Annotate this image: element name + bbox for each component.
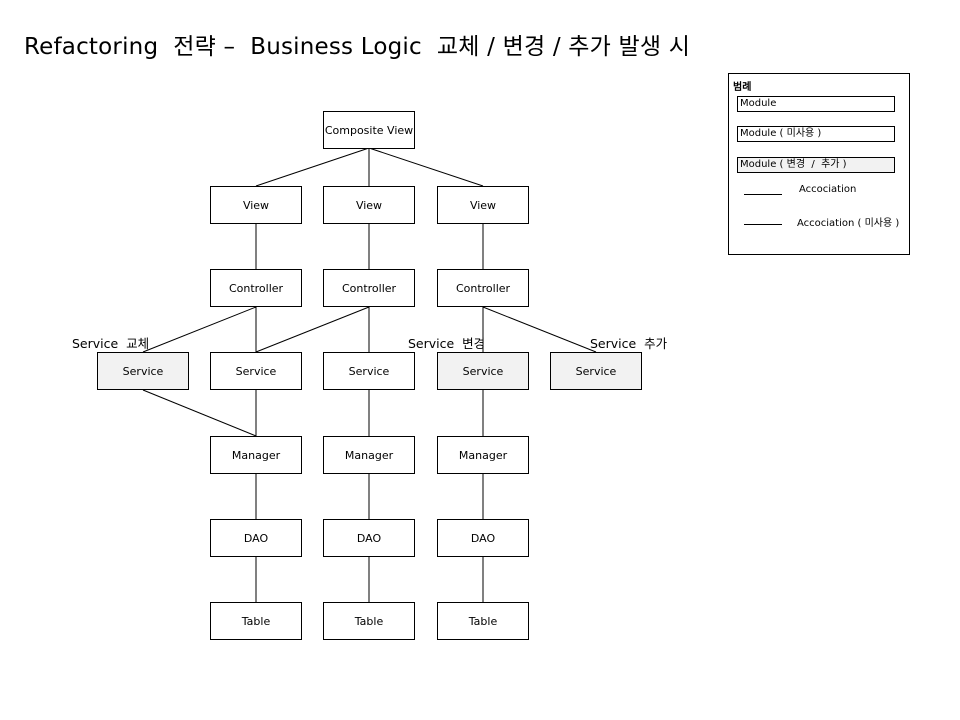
assoc-controller1-service-replaced [142,306,257,353]
node-table-2: Table [323,602,415,640]
assoc-composite-view-1 [255,147,370,187]
node-view-1: View [210,186,302,224]
node-manager-1: Manager [210,436,302,474]
node-dao-1: DAO [210,519,302,557]
assoc-composite-view-3 [368,147,484,187]
node-service-2: Service [323,352,415,390]
node-composite-view: Composite View [323,111,415,149]
annotation-service-change: Service 변경 [408,336,486,351]
node-controller-3: Controller [437,269,529,307]
node-service-added: Service [550,352,642,390]
node-service-1: Service [210,352,302,390]
node-table-1: Table [210,602,302,640]
assoc-controller3-service-added [482,306,597,353]
node-manager-3: Manager [437,436,529,474]
node-view-2: View [323,186,415,224]
legend-module: Module [737,96,895,112]
assoc-service-replaced-manager1 [142,389,257,437]
assoc-controller2-service1 [255,306,370,353]
node-manager-2: Manager [323,436,415,474]
legend-title: 범례 [733,82,752,93]
annotation-service-replace: Service 교체 [72,336,150,351]
annotation-service-add: Service 추가 [590,336,668,351]
legend-module-unused: Module ( 미사용 ) [737,126,895,142]
legend-association-line [744,194,782,195]
node-service-changed: Service [437,352,529,390]
node-view-3: View [437,186,529,224]
page-title: Refactoring 전략 – Business Logic 교체 / 변경 … [24,34,691,60]
node-table-3: Table [437,602,529,640]
node-dao-2: DAO [323,519,415,557]
node-controller-1: Controller [210,269,302,307]
node-service-replaced: Service [97,352,189,390]
legend-module-changed: Module ( 변경 / 추가 ) [737,157,895,173]
legend: 범례 Module Module ( 미사용 ) Module ( 변경 / 추… [728,73,910,255]
legend-association-unused-label: Accociation ( 미사용 ) [797,218,900,229]
legend-association-unused-line [744,224,782,225]
node-controller-2: Controller [323,269,415,307]
legend-association-label: Accociation [799,184,857,195]
node-dao-3: DAO [437,519,529,557]
